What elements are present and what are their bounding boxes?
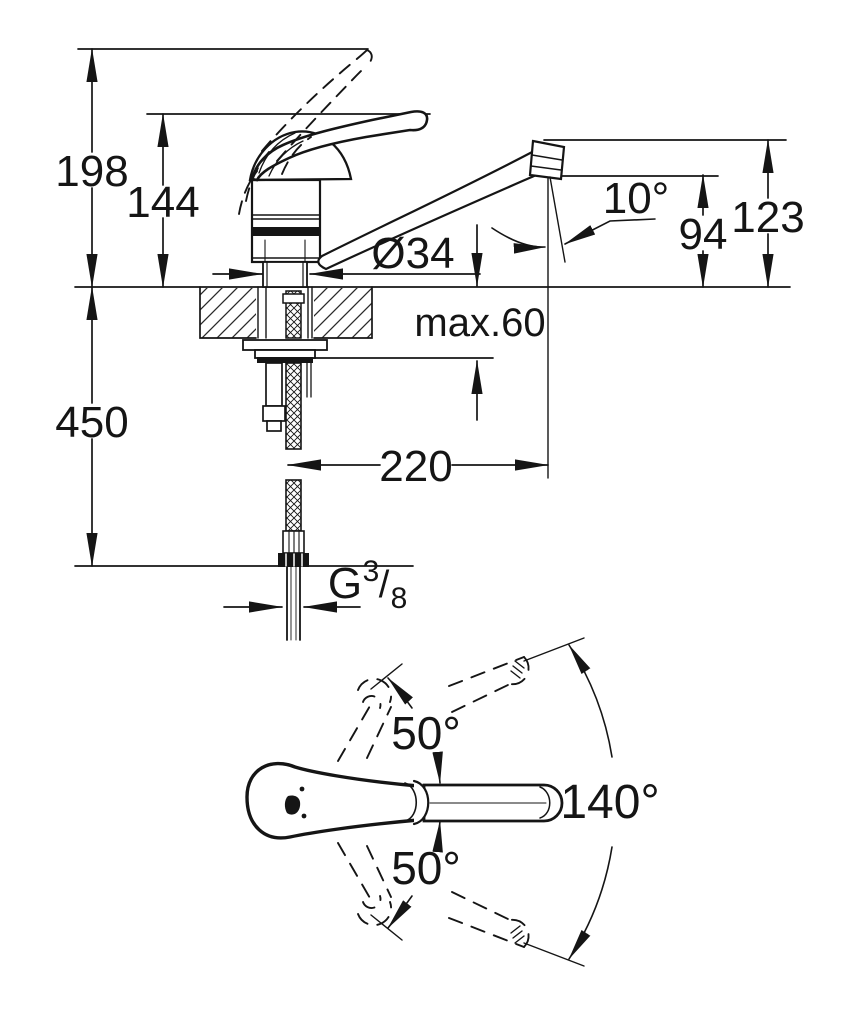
- angle-50-bottom-apex: [432, 820, 443, 853]
- label-50-bottom: 50°: [391, 842, 461, 894]
- under-counter-assembly: [242, 286, 328, 641]
- mounting-shank: [262, 261, 308, 288]
- spout-swung-down-dashed: [448, 891, 530, 948]
- angle-140-arc-lower: [568, 846, 613, 960]
- label-thread-g38: G 3 / 8: [328, 555, 407, 615]
- label-max60: max.60: [414, 301, 545, 345]
- spout-down-edge-2: [451, 891, 511, 921]
- handle-swung-up-dashed: [337, 677, 393, 762]
- handle-down-cap-inner: [362, 895, 382, 909]
- label-220: 220: [379, 442, 452, 491]
- angle-50-top-apex: [432, 751, 443, 784]
- flex-hose-lower: [285, 479, 302, 532]
- handle-up-edge-1: [337, 698, 375, 762]
- plan-handle-dot-bottom: [301, 813, 307, 819]
- handle-down-edge-1: [337, 842, 375, 906]
- faucet-body: [238, 49, 566, 288]
- spout-arm: [317, 148, 538, 271]
- handle-up-cap: [357, 677, 393, 703]
- handle-down-cap: [357, 901, 393, 927]
- side-view: 198 144 123 94 10° Ø34 max.60 220 450 G …: [55, 48, 805, 641]
- raised-lever-edge-1: [261, 49, 368, 152]
- raised-lever-edge-2: [276, 65, 367, 162]
- plan-handle-dot-top: [299, 786, 305, 792]
- handle-up-edge-2: [366, 706, 392, 759]
- plan-handle-cap-inner: [404, 782, 418, 822]
- label-thread-denominator: 8: [391, 582, 408, 615]
- spout-down-edge-1: [448, 917, 525, 948]
- dome-inner-curve-1: [258, 132, 296, 174]
- handle-down-edge-2: [366, 845, 392, 898]
- label-94: 94: [679, 210, 728, 259]
- label-10deg: 10°: [603, 174, 670, 223]
- label-thread-slash: /: [379, 564, 390, 606]
- flex-hose-upper: [285, 362, 302, 450]
- lever-raised-dashed: [238, 49, 373, 215]
- dashed-positions: [337, 656, 530, 948]
- reference-lines: [74, 48, 791, 567]
- aerator-ticks: [510, 660, 525, 944]
- raised-dome-arc-2: [238, 170, 258, 215]
- mounting-washer: [254, 349, 316, 359]
- spout-up-edge-1: [448, 656, 525, 687]
- threaded-stud-3: [266, 420, 282, 432]
- handle-swung-down-dashed: [337, 842, 393, 927]
- angle-10-leader: [564, 218, 656, 245]
- label-140: 140°: [560, 776, 659, 829]
- ext-line-handle-down: [370, 914, 403, 941]
- counter-slab: [199, 286, 373, 339]
- angle-50-bottom-leader: [387, 895, 413, 929]
- ticks-down: [510, 925, 525, 944]
- body-cylinder: [250, 178, 322, 264]
- label-144: 144: [126, 178, 199, 227]
- hose-connector: [282, 293, 305, 304]
- angle-140-arc-upper: [568, 644, 613, 758]
- label-thread-numerator: 3: [363, 555, 380, 588]
- handle-up-cap-inner: [362, 695, 382, 709]
- ext-line-handle-up: [370, 663, 403, 690]
- side-view-dimensions: [86, 48, 774, 613]
- lever-handle: [250, 110, 429, 182]
- label-123: 123: [731, 193, 804, 242]
- plan-handle-logo: [284, 795, 301, 815]
- mounting-nut-band: [257, 357, 313, 363]
- plan-spout-end-arc: [539, 786, 551, 819]
- spout-swung-up-dashed: [448, 656, 530, 713]
- top-view-labels: 50° 50° 140°: [391, 707, 659, 894]
- angle-10-arc: [491, 227, 546, 254]
- slab-outline-left: [199, 286, 257, 339]
- threaded-stud-2: [262, 405, 286, 422]
- angle-50-top-leader: [387, 677, 413, 709]
- spout-up-cap: [509, 656, 530, 686]
- plan-handle: [245, 761, 420, 840]
- outlet-axis-tilted: [549, 176, 566, 263]
- label-198: 198: [55, 147, 128, 196]
- spout-down-cap: [509, 918, 530, 948]
- label-50-top: 50°: [391, 707, 461, 759]
- label-thread-letter: G: [328, 559, 362, 608]
- label-dia34: Ø34: [371, 229, 454, 278]
- ext-line-spout-up: [523, 637, 585, 662]
- raised-lever-tip: [365, 49, 373, 67]
- raised-lever-inner: [281, 136, 312, 175]
- outlet-detail-1: [531, 154, 563, 161]
- slab-hatch-right: [314, 288, 372, 338]
- slab-hatch-left: [200, 288, 256, 338]
- label-450: 450: [55, 398, 128, 447]
- plan-handle-cap-outer: [412, 779, 430, 826]
- spout-up-edge-2: [451, 683, 511, 713]
- threaded-stud-1: [265, 362, 283, 407]
- mounting-flange-plate: [242, 339, 328, 351]
- body-dark-band: [252, 227, 320, 236]
- outlet-detail-2: [530, 165, 562, 171]
- slab-outline-right: [313, 286, 373, 339]
- ticks-up: [510, 660, 525, 679]
- side-view-labels: 198 144 123 94 10° Ø34 max.60 220 450 G …: [55, 147, 804, 615]
- top-view-dimensions: [370, 637, 613, 967]
- ext-line-spout-down: [523, 942, 585, 967]
- top-view: 50° 50° 140°: [245, 637, 660, 967]
